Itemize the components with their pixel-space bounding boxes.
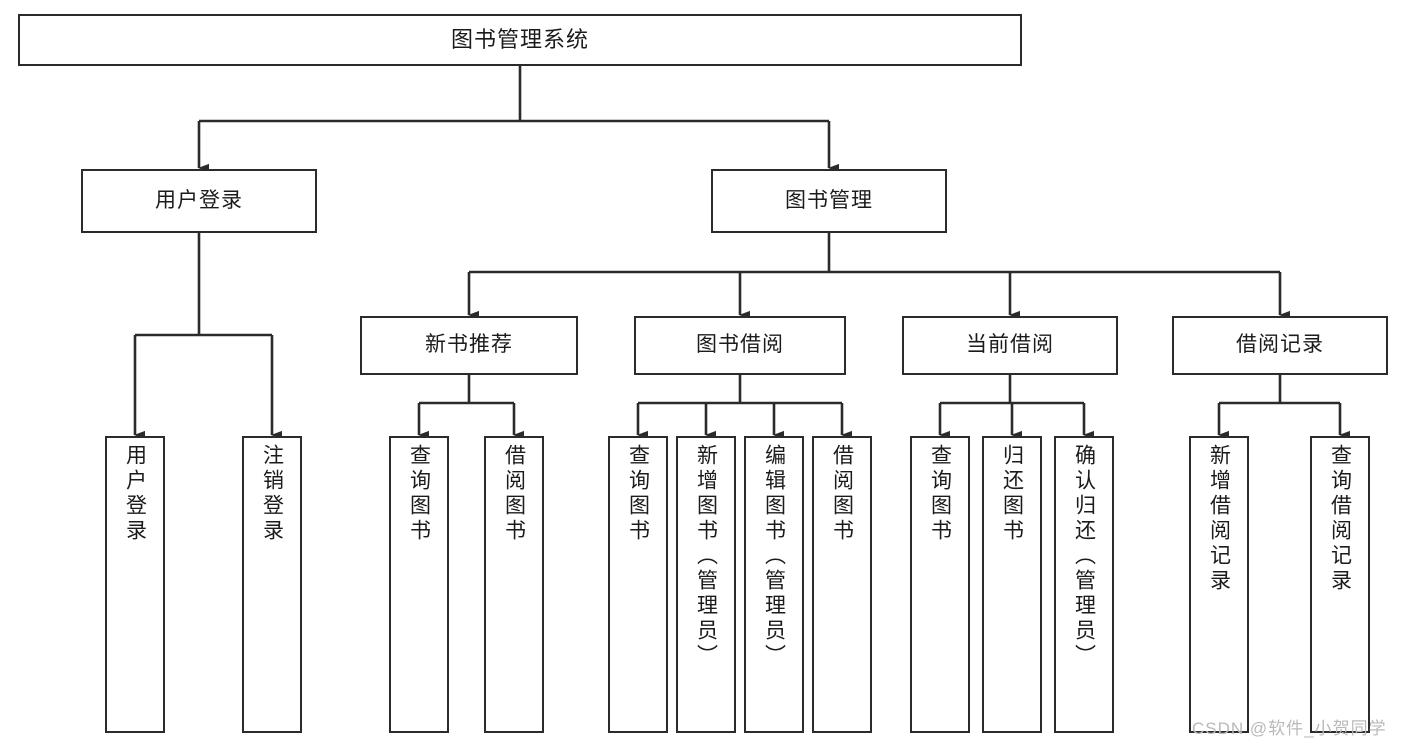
node-label: 用户登录: [155, 188, 243, 212]
node-label: 归还图书: [1000, 444, 1024, 544]
node-label: 借阅图书: [830, 444, 854, 544]
node-label: 查询借阅记录: [1328, 444, 1352, 594]
node-label: 用户登录: [123, 444, 147, 544]
node-leaf-borrow-book-1[interactable]: 借阅图书: [484, 436, 544, 733]
node-book-borrow[interactable]: 图书借阅: [634, 316, 846, 375]
node-leaf-query-book-2[interactable]: 查询图书: [608, 436, 668, 733]
node-label: 新增图书（管理员）: [694, 444, 718, 669]
node-leaf-user-logout[interactable]: 注销登录: [242, 436, 302, 733]
node-user-login[interactable]: 用户登录: [81, 169, 317, 233]
node-borrow-record[interactable]: 借阅记录: [1172, 316, 1388, 375]
node-label: 注销登录: [260, 444, 284, 544]
node-leaf-query-record[interactable]: 查询借阅记录: [1310, 436, 1370, 733]
node-leaf-add-record[interactable]: 新增借阅记录: [1189, 436, 1249, 733]
node-leaf-add-book[interactable]: 新增图书（管理员）: [676, 436, 736, 733]
node-leaf-return-book[interactable]: 归还图书: [982, 436, 1042, 733]
node-label: 确认归还（管理员）: [1072, 444, 1096, 669]
node-root[interactable]: 图书管理系统: [18, 14, 1022, 66]
node-label: 图书管理: [785, 188, 873, 212]
node-label: 查询图书: [928, 444, 952, 544]
node-leaf-borrow-book-2[interactable]: 借阅图书: [812, 436, 872, 733]
node-label: 编辑图书（管理员）: [762, 444, 786, 669]
node-label: 查询图书: [626, 444, 650, 544]
edge-group: [133, 66, 1350, 440]
node-label: 图书管理系统: [450, 27, 589, 53]
node-leaf-user-login[interactable]: 用户登录: [105, 436, 165, 733]
node-label: 查询图书: [407, 444, 431, 544]
node-label: 新书推荐: [425, 333, 513, 357]
node-new-book-rec[interactable]: 新书推荐: [360, 316, 578, 375]
node-leaf-confirm-return[interactable]: 确认归还（管理员）: [1054, 436, 1114, 733]
node-current-borrow[interactable]: 当前借阅: [902, 316, 1118, 375]
node-label: 借阅记录: [1236, 333, 1324, 357]
node-label: 新增借阅记录: [1207, 444, 1231, 594]
node-label: 图书借阅: [696, 333, 784, 357]
node-leaf-query-book-1[interactable]: 查询图书: [389, 436, 449, 733]
node-leaf-edit-book[interactable]: 编辑图书（管理员）: [744, 436, 804, 733]
node-label: 借阅图书: [502, 444, 526, 544]
node-book-manage[interactable]: 图书管理: [711, 169, 947, 233]
node-label: 当前借阅: [966, 333, 1054, 357]
node-leaf-query-book-3[interactable]: 查询图书: [910, 436, 970, 733]
